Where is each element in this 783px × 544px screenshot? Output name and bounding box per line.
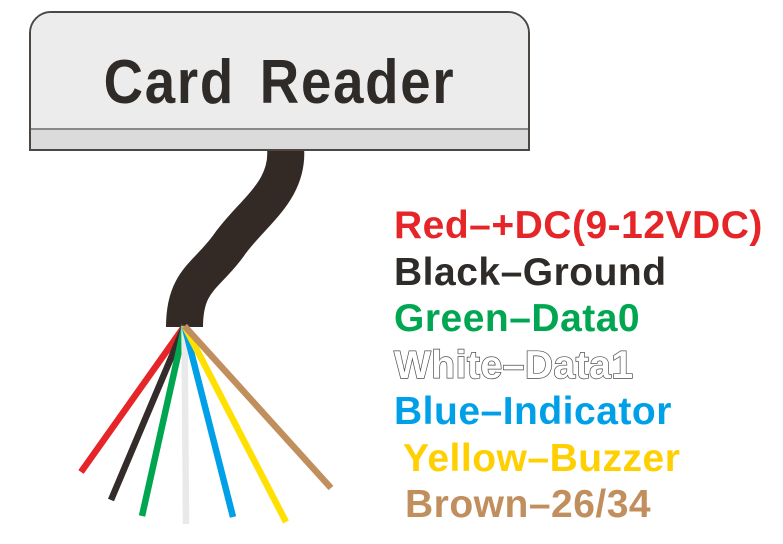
- cable: [166, 140, 305, 328]
- device-title: Card Reader: [103, 48, 456, 117]
- brown-wire: [182, 323, 334, 491]
- red-wire: [78, 324, 188, 474]
- black-wire: [108, 324, 188, 502]
- white-wire: [181, 325, 190, 525]
- card-reader-face: Card Reader: [31, 13, 528, 130]
- legend-white: White–Data1: [393, 343, 634, 387]
- legend-blue: Blue–Indicator: [394, 390, 672, 433]
- yellow-wire: [181, 324, 289, 524]
- legend-black: Black–Ground: [394, 250, 667, 294]
- legend-brown: Brown–26/34: [405, 483, 652, 526]
- legend-yellow: Yellow–Buzzer: [403, 436, 681, 480]
- wire-legend: Red–+DC(9-12VDC) Black–Ground Green–Data…: [393, 203, 783, 529]
- legend-green: Green–Data0: [394, 297, 641, 340]
- green-wire: [138, 325, 188, 517]
- card-reader-box: Card Reader: [29, 11, 530, 151]
- blue-wire: [181, 325, 237, 518]
- card-slot: [31, 128, 528, 149]
- legend-red: Red–+DC(9-12VDC): [394, 204, 763, 247]
